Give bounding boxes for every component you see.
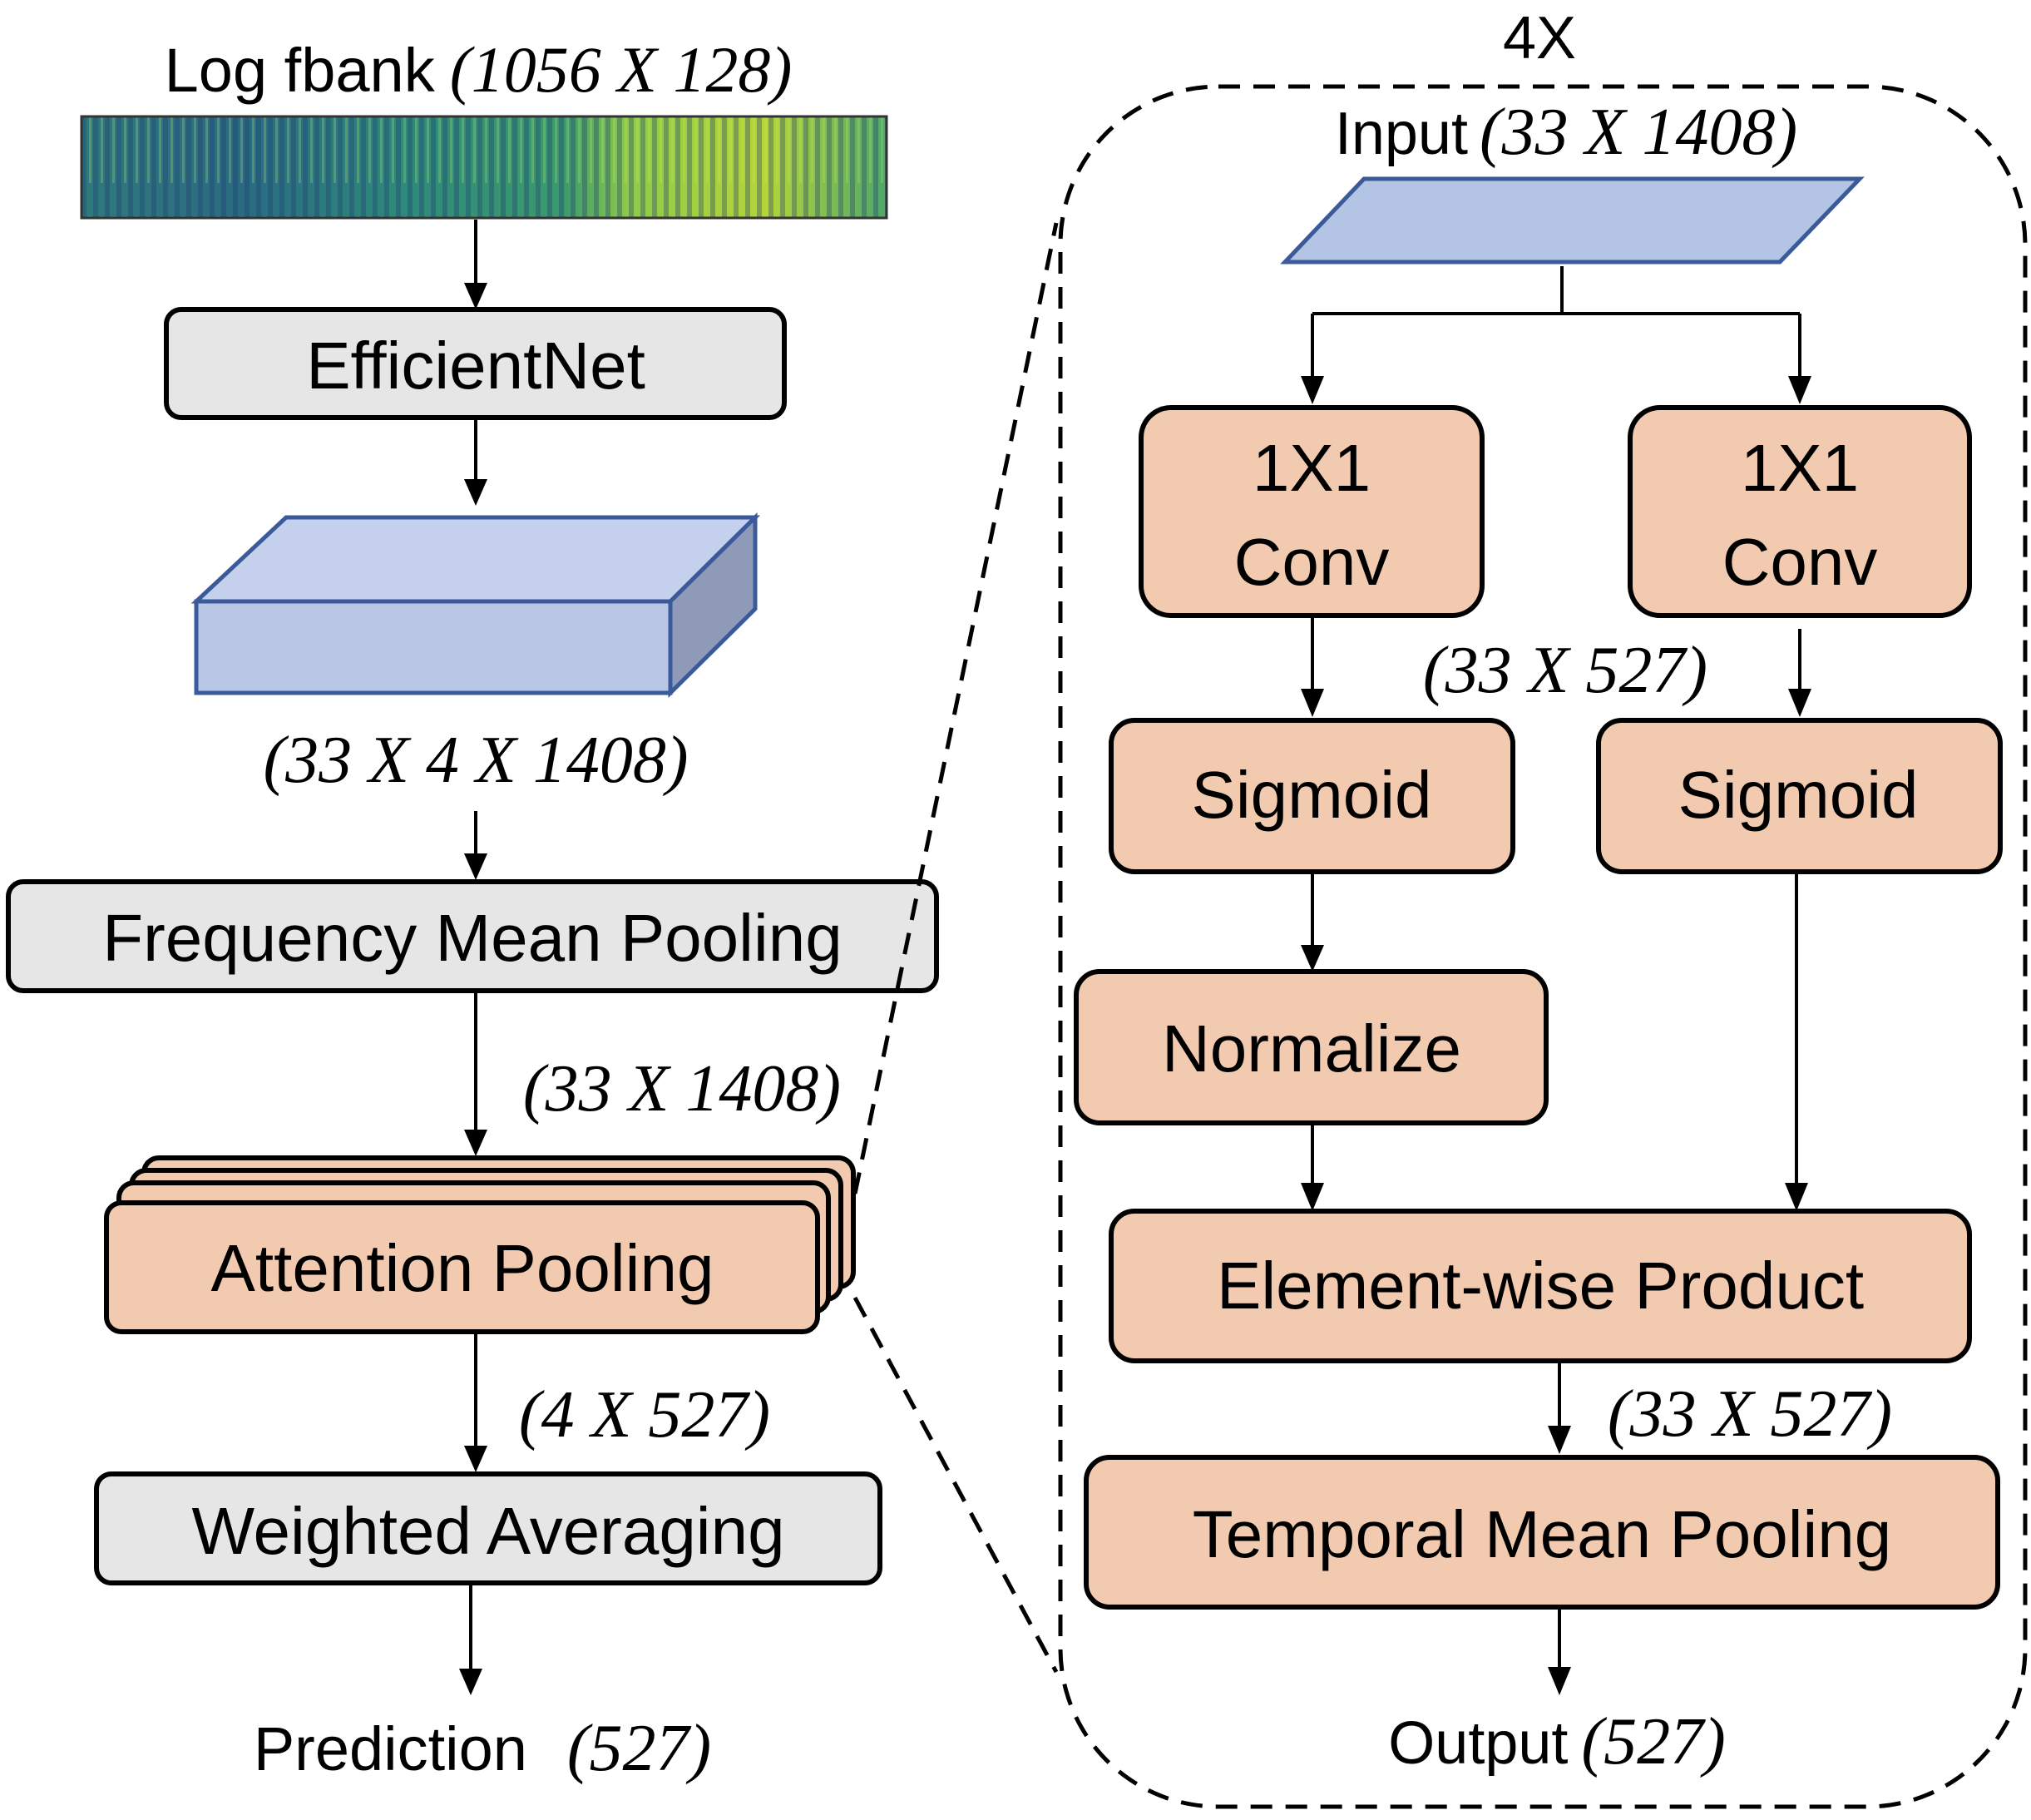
frequency-mean-pooling-box: Frequency Mean Pooling <box>6 879 939 993</box>
sigmoid-left-label: Sigmoid <box>1191 758 1431 832</box>
left-pipeline: Log fbank(1056 X 128) EfficientNet <box>6 33 939 1785</box>
log-fbank-title: Log fbank(1056 X 128) <box>165 33 793 106</box>
normalize-box: Normalize <box>1074 969 1549 1125</box>
efficientnet-box: EfficientNet <box>164 307 787 420</box>
feature-dims-label: (33 X 4 X 1408) <box>263 724 688 797</box>
feature-tensor-3d <box>190 512 761 698</box>
arrows-to-product <box>1301 873 1808 1211</box>
sigmoid-box-right: Sigmoid <box>1596 718 2003 874</box>
zoom-connector-lines <box>852 222 1059 1674</box>
element-wise-product-box: Element-wise Product <box>1109 1209 1972 1363</box>
arrow-attention-to-weighted <box>464 1334 487 1472</box>
temporal-mean-pooling-box: Temporal Mean Pooling <box>1084 1455 2000 1610</box>
conv-left-line1: 1X1 <box>1253 431 1371 505</box>
attention-pooling-label: Attention Pooling <box>211 1231 714 1305</box>
efficientnet-label: EfficientNet <box>306 329 645 403</box>
arrow-tensor-to-freqpool <box>464 811 487 880</box>
sigmoid-right-label: Sigmoid <box>1678 758 1918 832</box>
element-wise-product-label: Element-wise Product <box>1217 1249 1864 1323</box>
arrow-sigmoid-to-normalize <box>1301 873 1324 972</box>
frequency-mean-pooling-label: Frequency Mean Pooling <box>102 901 842 975</box>
arrow-product-to-temporal <box>1548 1363 1571 1454</box>
arrow-fbank-to-efficientnet <box>464 220 487 309</box>
arrow-temporal-to-output <box>1548 1609 1571 1695</box>
repeat-count-label: 4X <box>1503 5 1576 72</box>
spectrogram-image <box>80 115 888 220</box>
split-connector <box>1301 266 1811 404</box>
arrow-weighted-to-prediction <box>459 1585 482 1695</box>
pooled-dims-label: (33 X 1408) <box>523 1052 841 1125</box>
attention-pooling-stack: Attention Pooling <box>104 1155 856 1334</box>
weighted-averaging-label: Weighted Averaging <box>191 1494 784 1568</box>
temporal-mean-pooling-label: Temporal Mean Pooling <box>1193 1497 1891 1571</box>
detail-output-label: Output(527) <box>1388 1705 1725 1778</box>
arrows-conv-to-sigmoid <box>1301 617 1811 717</box>
conv-right-line2: Conv <box>1722 525 1878 599</box>
detail-input-tensor <box>1280 176 1865 265</box>
prediction-label: Prediction(527) <box>254 1712 711 1785</box>
conv-left-line2: Conv <box>1234 525 1390 599</box>
weighted-averaging-box: Weighted Averaging <box>94 1471 882 1585</box>
arrow-efficientnet-to-tensor <box>464 419 487 506</box>
arrow-freqpool-to-attention <box>464 992 487 1156</box>
detail-dashed-border <box>1058 84 2028 1809</box>
conv-box-right: 1X1 Conv <box>1628 405 1972 618</box>
attention-detail-panel: 4X Input(33 X 1408) 1X1 Conv 1X1 Conv <box>1058 5 2028 1809</box>
conv-right-line1: 1X1 <box>1741 431 1859 505</box>
detail-input-label: Input(33 X 1408) <box>1335 96 1797 169</box>
conv-box-left: 1X1 Conv <box>1139 405 1485 618</box>
conv-out-dims-label: (33 X 527) <box>1423 634 1707 707</box>
normalize-label: Normalize <box>1162 1011 1461 1086</box>
attention-out-dims-label: (4 X 527) <box>519 1378 770 1452</box>
product-dims-label: (33 X 527) <box>1608 1377 1892 1451</box>
sigmoid-box-left: Sigmoid <box>1109 718 1515 874</box>
